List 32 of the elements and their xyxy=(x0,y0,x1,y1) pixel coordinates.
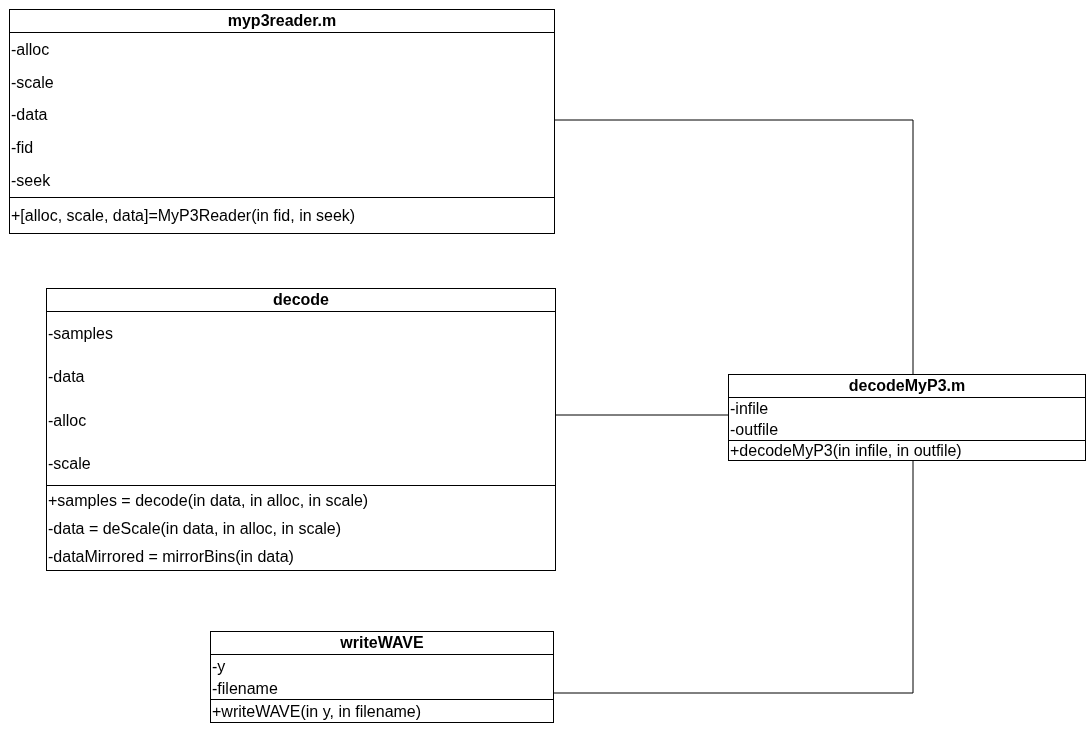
member-text: +decodeMyP3(in infile, in outfile) xyxy=(729,441,962,460)
class-box xyxy=(728,374,1086,461)
member-text: -samples xyxy=(47,324,113,344)
member-text: +samples = decode(in data, in alloc, in scale) xyxy=(47,490,369,510)
member-text: -y xyxy=(211,656,226,676)
member-text: +[alloc, scale, data]=MyP3Reader(in fid, in seek) xyxy=(10,206,356,225)
member-text: -scale xyxy=(47,453,91,473)
association-line xyxy=(555,414,729,416)
member-text: -data xyxy=(47,367,85,387)
member-text: -outfile xyxy=(729,420,779,439)
class-box xyxy=(9,9,555,234)
member-text: +writeWAVE(in y, in filename) xyxy=(211,701,422,721)
class-name: decode xyxy=(272,290,330,310)
member-text: -fid xyxy=(10,138,34,158)
class-name: myp3reader.m xyxy=(226,11,338,31)
class-box xyxy=(46,288,556,571)
class-name: decodeMyP3.m xyxy=(847,376,967,396)
member-text: -filename xyxy=(211,678,278,698)
class-compartment xyxy=(729,440,1085,460)
member-text: -data xyxy=(10,105,48,125)
member-text: -seek xyxy=(10,171,51,191)
member-text: -alloc xyxy=(10,39,50,59)
member-text: -dataMirrored = mirrorBins(in data) xyxy=(47,546,294,566)
association-line xyxy=(553,460,914,694)
member-text: -alloc xyxy=(47,410,87,430)
member-text: -data = deScale(in data, in alloc, in scale) xyxy=(47,518,342,538)
association-line xyxy=(554,119,914,375)
member-text: -infile xyxy=(729,399,769,418)
class-box xyxy=(210,631,554,723)
class-name: writeWAVE xyxy=(339,633,425,653)
class-compartment xyxy=(211,699,553,722)
member-text: -scale xyxy=(10,72,54,92)
